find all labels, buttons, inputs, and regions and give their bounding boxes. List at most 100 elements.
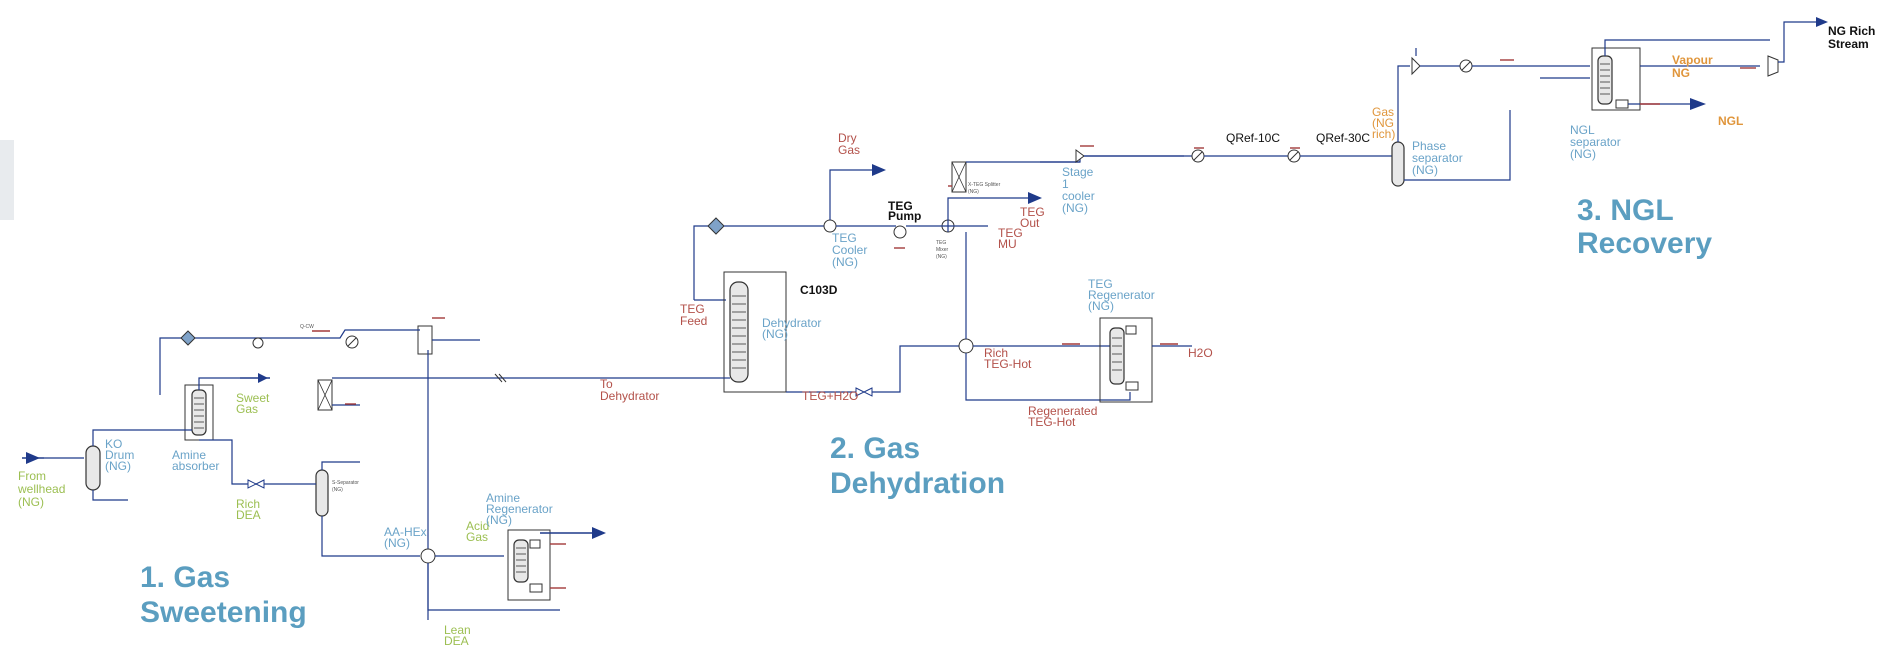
section-title-sweetening: 1. Gas Sweetening	[140, 561, 307, 629]
feed-arrow-icon	[26, 452, 40, 464]
teg-condenser-icon[interactable]	[1125, 325, 1137, 335]
ngl-label: NGL	[1718, 114, 1743, 128]
ngl-separator-vessel[interactable]	[1597, 55, 1613, 105]
recycle-loop-pipe[interactable]	[159, 337, 258, 395]
splitter-out-pipe[interactable]	[966, 156, 1081, 163]
sweetening-section	[22, 317, 720, 620]
ngl-overhead-pipe[interactable]	[1604, 39, 1770, 56]
s-separator-tag: S-Separator (NG)	[332, 480, 360, 493]
teg-regen-trays-icon	[1112, 337, 1122, 371]
dehydrator-trays-icon	[732, 295, 746, 369]
from-wellhead-label: From wellhead (NG)	[17, 469, 69, 509]
dry-gas-arrow-icon	[872, 164, 886, 176]
ng-compressor-icon[interactable]	[1767, 55, 1779, 77]
sweet-gas-label: Sweet Gas	[236, 391, 273, 416]
heat-exchanger-box[interactable]	[317, 379, 333, 411]
stage1-compressor-icon[interactable]	[1075, 149, 1085, 163]
ngl-reboiler-icon[interactable]	[1615, 99, 1629, 109]
pipe-break-icon	[494, 373, 503, 383]
cooler-slash-icon	[347, 337, 357, 347]
vapour-ng-label: Vapour NG	[1672, 53, 1716, 80]
teg-out-pipe[interactable]	[947, 197, 1040, 232]
s-separator-vessel[interactable]	[315, 469, 329, 517]
s-sep-bottoms-pipe[interactable]	[321, 516, 420, 557]
dehydration-section	[693, 156, 1192, 403]
qref-30c-label: QRef-30C	[1316, 131, 1370, 145]
teg-regenerator-vessel[interactable]	[1109, 327, 1125, 385]
h2o-label: H2O	[1188, 346, 1213, 360]
dry-gas-pipe[interactable]	[829, 169, 880, 220]
ngl-section	[1040, 17, 1828, 187]
ko-drum-vessel[interactable]	[85, 445, 101, 491]
rich-dea-valve-icon[interactable]	[247, 479, 258, 489]
section-title-ngl: 3. NGL Recovery	[1577, 194, 1712, 260]
qref-10c-label: QRef-10C	[1226, 131, 1280, 145]
aa-hex-icon[interactable]	[420, 548, 436, 564]
phase-sep-bottoms-pipe[interactable]	[1404, 110, 1511, 181]
gas-ng-rich-label: Gas (NG rich)	[1372, 105, 1397, 141]
teg-regenerator-frame	[1099, 317, 1153, 403]
section-title-dehydration: 2. Gas Dehydration	[830, 432, 1005, 500]
pump-icon[interactable]	[252, 337, 264, 349]
ko-overhead-pipe[interactable]	[92, 429, 160, 446]
absorber-top-pipe[interactable]	[198, 377, 240, 390]
makeup-mixer-icon[interactable]	[417, 325, 433, 355]
ng-rich-arrow-icon	[1816, 17, 1828, 27]
teg-reboiler-icon[interactable]	[1125, 381, 1139, 391]
s-sep-overhead-pipe[interactable]	[321, 461, 360, 470]
ko-drum-label: KO Drum (NG)	[105, 437, 138, 473]
teg-out-arrow-icon	[1028, 192, 1042, 204]
dehydrator-vessel[interactable]	[729, 281, 749, 383]
teg-h2o-valve-icon-b	[862, 387, 873, 397]
ng-rich-pipe[interactable]	[1778, 21, 1824, 63]
rich-teg-hot-label: Rich TEG-Hot	[984, 346, 1032, 371]
cooler-line-pipe[interactable]	[258, 329, 372, 339]
ngl-trays-icon	[1600, 63, 1610, 95]
rich-dea-pipe[interactable]	[199, 439, 298, 485]
teg-regenerator-label: TEG Regenerator (NG)	[1088, 277, 1158, 313]
rich-teg-pipe[interactable]	[872, 345, 960, 393]
dehydrator-label: Dehydrator (NG)	[762, 316, 825, 341]
teg-pump-icon[interactable]	[893, 225, 907, 239]
ngl-separator-label: NGL separator (NG)	[1570, 123, 1624, 161]
reboiler-icon[interactable]	[529, 583, 543, 593]
teg-h2o-valve-icon[interactable]	[855, 387, 866, 397]
teg-feed-label: TEG Feed	[680, 302, 708, 328]
lean-dea-label: Lean DEA	[444, 623, 474, 648]
chiller-30c-slash	[1289, 151, 1299, 161]
aa-hex-label: AA-HEx (NG)	[384, 525, 430, 550]
teg-h2o-label: TEG+H2O	[802, 389, 858, 403]
teg-mixer-tag: TEG Mixer (NG)	[936, 240, 950, 260]
regen-trays-icon	[516, 547, 526, 573]
teg-mu-label: TEG MU	[998, 226, 1026, 251]
teg-splitter-box[interactable]	[951, 161, 967, 193]
c103d-label: C103D	[800, 283, 838, 297]
q-cw-tag: Q-CW	[300, 324, 314, 330]
acid-gas-arrow-icon	[592, 527, 606, 539]
acid-gas-label: Acid Gas	[466, 519, 493, 544]
ngl-cooler-slash	[1461, 61, 1471, 71]
regenerated-teg-hot-label: Regenerated TEG-Hot	[1028, 404, 1101, 429]
ng-rich-stream-label: NG Rich Stream	[1828, 24, 1879, 51]
left-edge-strip	[0, 140, 14, 220]
amine-regenerator-frame	[507, 529, 551, 601]
phase-sep-overhead-pipe[interactable]	[1397, 65, 1410, 142]
ngl-separator-frame	[1591, 47, 1641, 111]
absorber-trays-icon	[194, 397, 204, 429]
phase-separator-vessel[interactable]	[1391, 141, 1405, 187]
condenser-icon[interactable]	[529, 539, 541, 549]
teg-out-label: TEG Out	[1020, 205, 1048, 230]
lean-dea-pipe[interactable]	[427, 563, 560, 611]
amine-regenerator-vessel[interactable]	[513, 539, 529, 583]
teg-cooler-label: TEG Cooler (NG)	[832, 231, 871, 269]
text-labels: From wellhead (NG) KO Drum (NG) Amine ab…	[17, 24, 1879, 648]
teg-feed-loop-pipe[interactable]	[693, 225, 710, 300]
sweet-gas-arrow-icon	[258, 373, 268, 383]
regenerated-teg-pipe[interactable]	[965, 353, 1131, 401]
ko-bottoms-pipe[interactable]	[92, 490, 128, 501]
teg-hx-icon[interactable]	[958, 338, 974, 354]
dehydrator-frame	[723, 271, 787, 393]
expander-icon[interactable]	[1411, 56, 1421, 76]
recycle-diamond-icon	[180, 330, 196, 346]
